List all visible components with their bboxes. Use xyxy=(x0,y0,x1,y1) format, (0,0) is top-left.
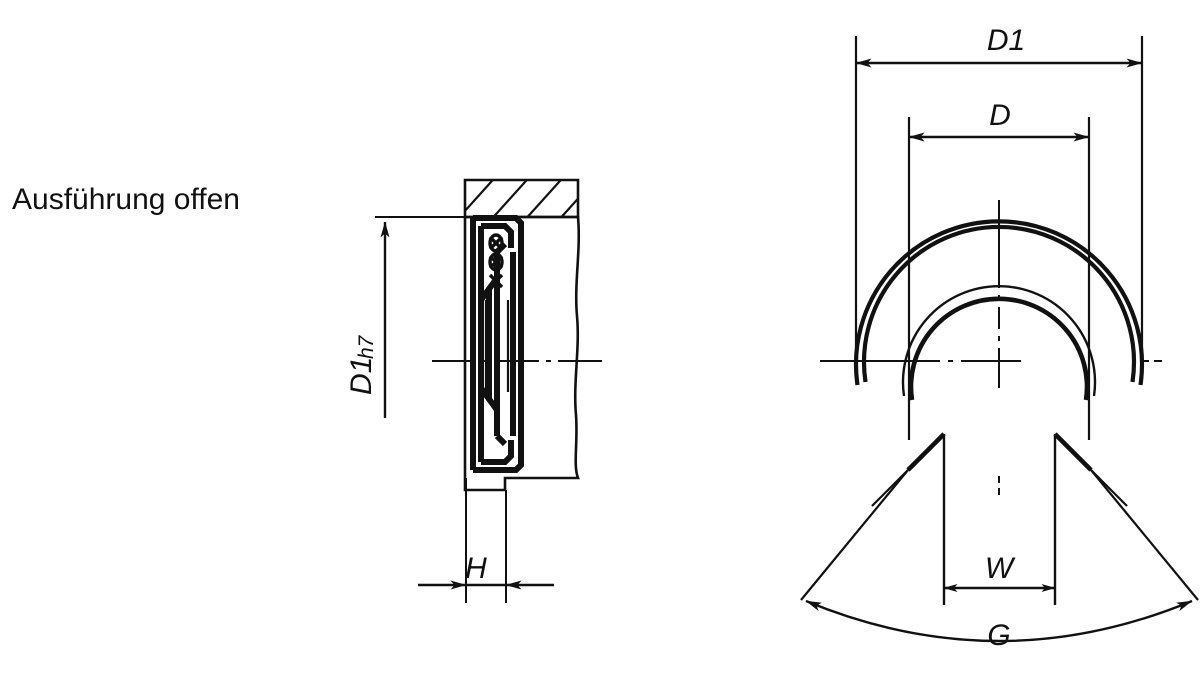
dimension-D1-h7: D1 h7 xyxy=(345,216,478,418)
seal-upper-lip-outer xyxy=(481,223,514,248)
dimension-W-label: W xyxy=(985,552,1016,585)
front-view: D1 D W G xyxy=(800,24,1199,652)
seal-bottom-cap xyxy=(473,443,524,473)
seal-energizer-detail xyxy=(488,233,504,289)
housing-hatching xyxy=(465,180,578,217)
dimension-H-label: H xyxy=(465,552,487,585)
housing-block xyxy=(463,178,580,219)
ring-outer-arc xyxy=(853,219,1145,386)
dimension-G-arc-line xyxy=(805,599,1193,643)
dimension-D-label: D xyxy=(989,99,1011,132)
seal-cavity-lines xyxy=(484,300,510,392)
dimension-D-inner: D xyxy=(907,99,1091,440)
dimension-H: H xyxy=(418,478,554,603)
seal-lower-chamfer-a xyxy=(494,433,508,447)
dimension-W: W xyxy=(943,552,1056,592)
dimension-D1-label: D1 xyxy=(345,357,378,395)
section-view: D1 h7 H xyxy=(345,178,608,603)
ring-inner-arc xyxy=(908,296,1090,401)
ring-outer-arc-inner xyxy=(861,224,1137,383)
dimension-G: G xyxy=(800,469,1199,652)
gap-left-chamfer xyxy=(906,432,946,472)
seal-profile xyxy=(470,215,524,473)
dimension-D1-label-group: D1 h7 xyxy=(345,334,378,395)
dimension-D1-outer: D1 xyxy=(854,24,1144,364)
dimension-G-label: G xyxy=(987,619,1010,652)
seal-top-cap xyxy=(473,215,524,245)
dimension-D1-tolerance-label: h7 xyxy=(355,334,378,359)
dimension-G-extension-right xyxy=(1090,469,1199,601)
variant-label: Ausführung offen xyxy=(12,183,240,216)
gap-right-chamfer xyxy=(1053,432,1093,472)
dimension-D1-outer-label: D1 xyxy=(987,24,1025,57)
dimension-G-extension-left xyxy=(800,469,909,601)
shaft-body-break-line xyxy=(463,215,581,492)
seal-lower-lip-outer xyxy=(481,440,514,465)
